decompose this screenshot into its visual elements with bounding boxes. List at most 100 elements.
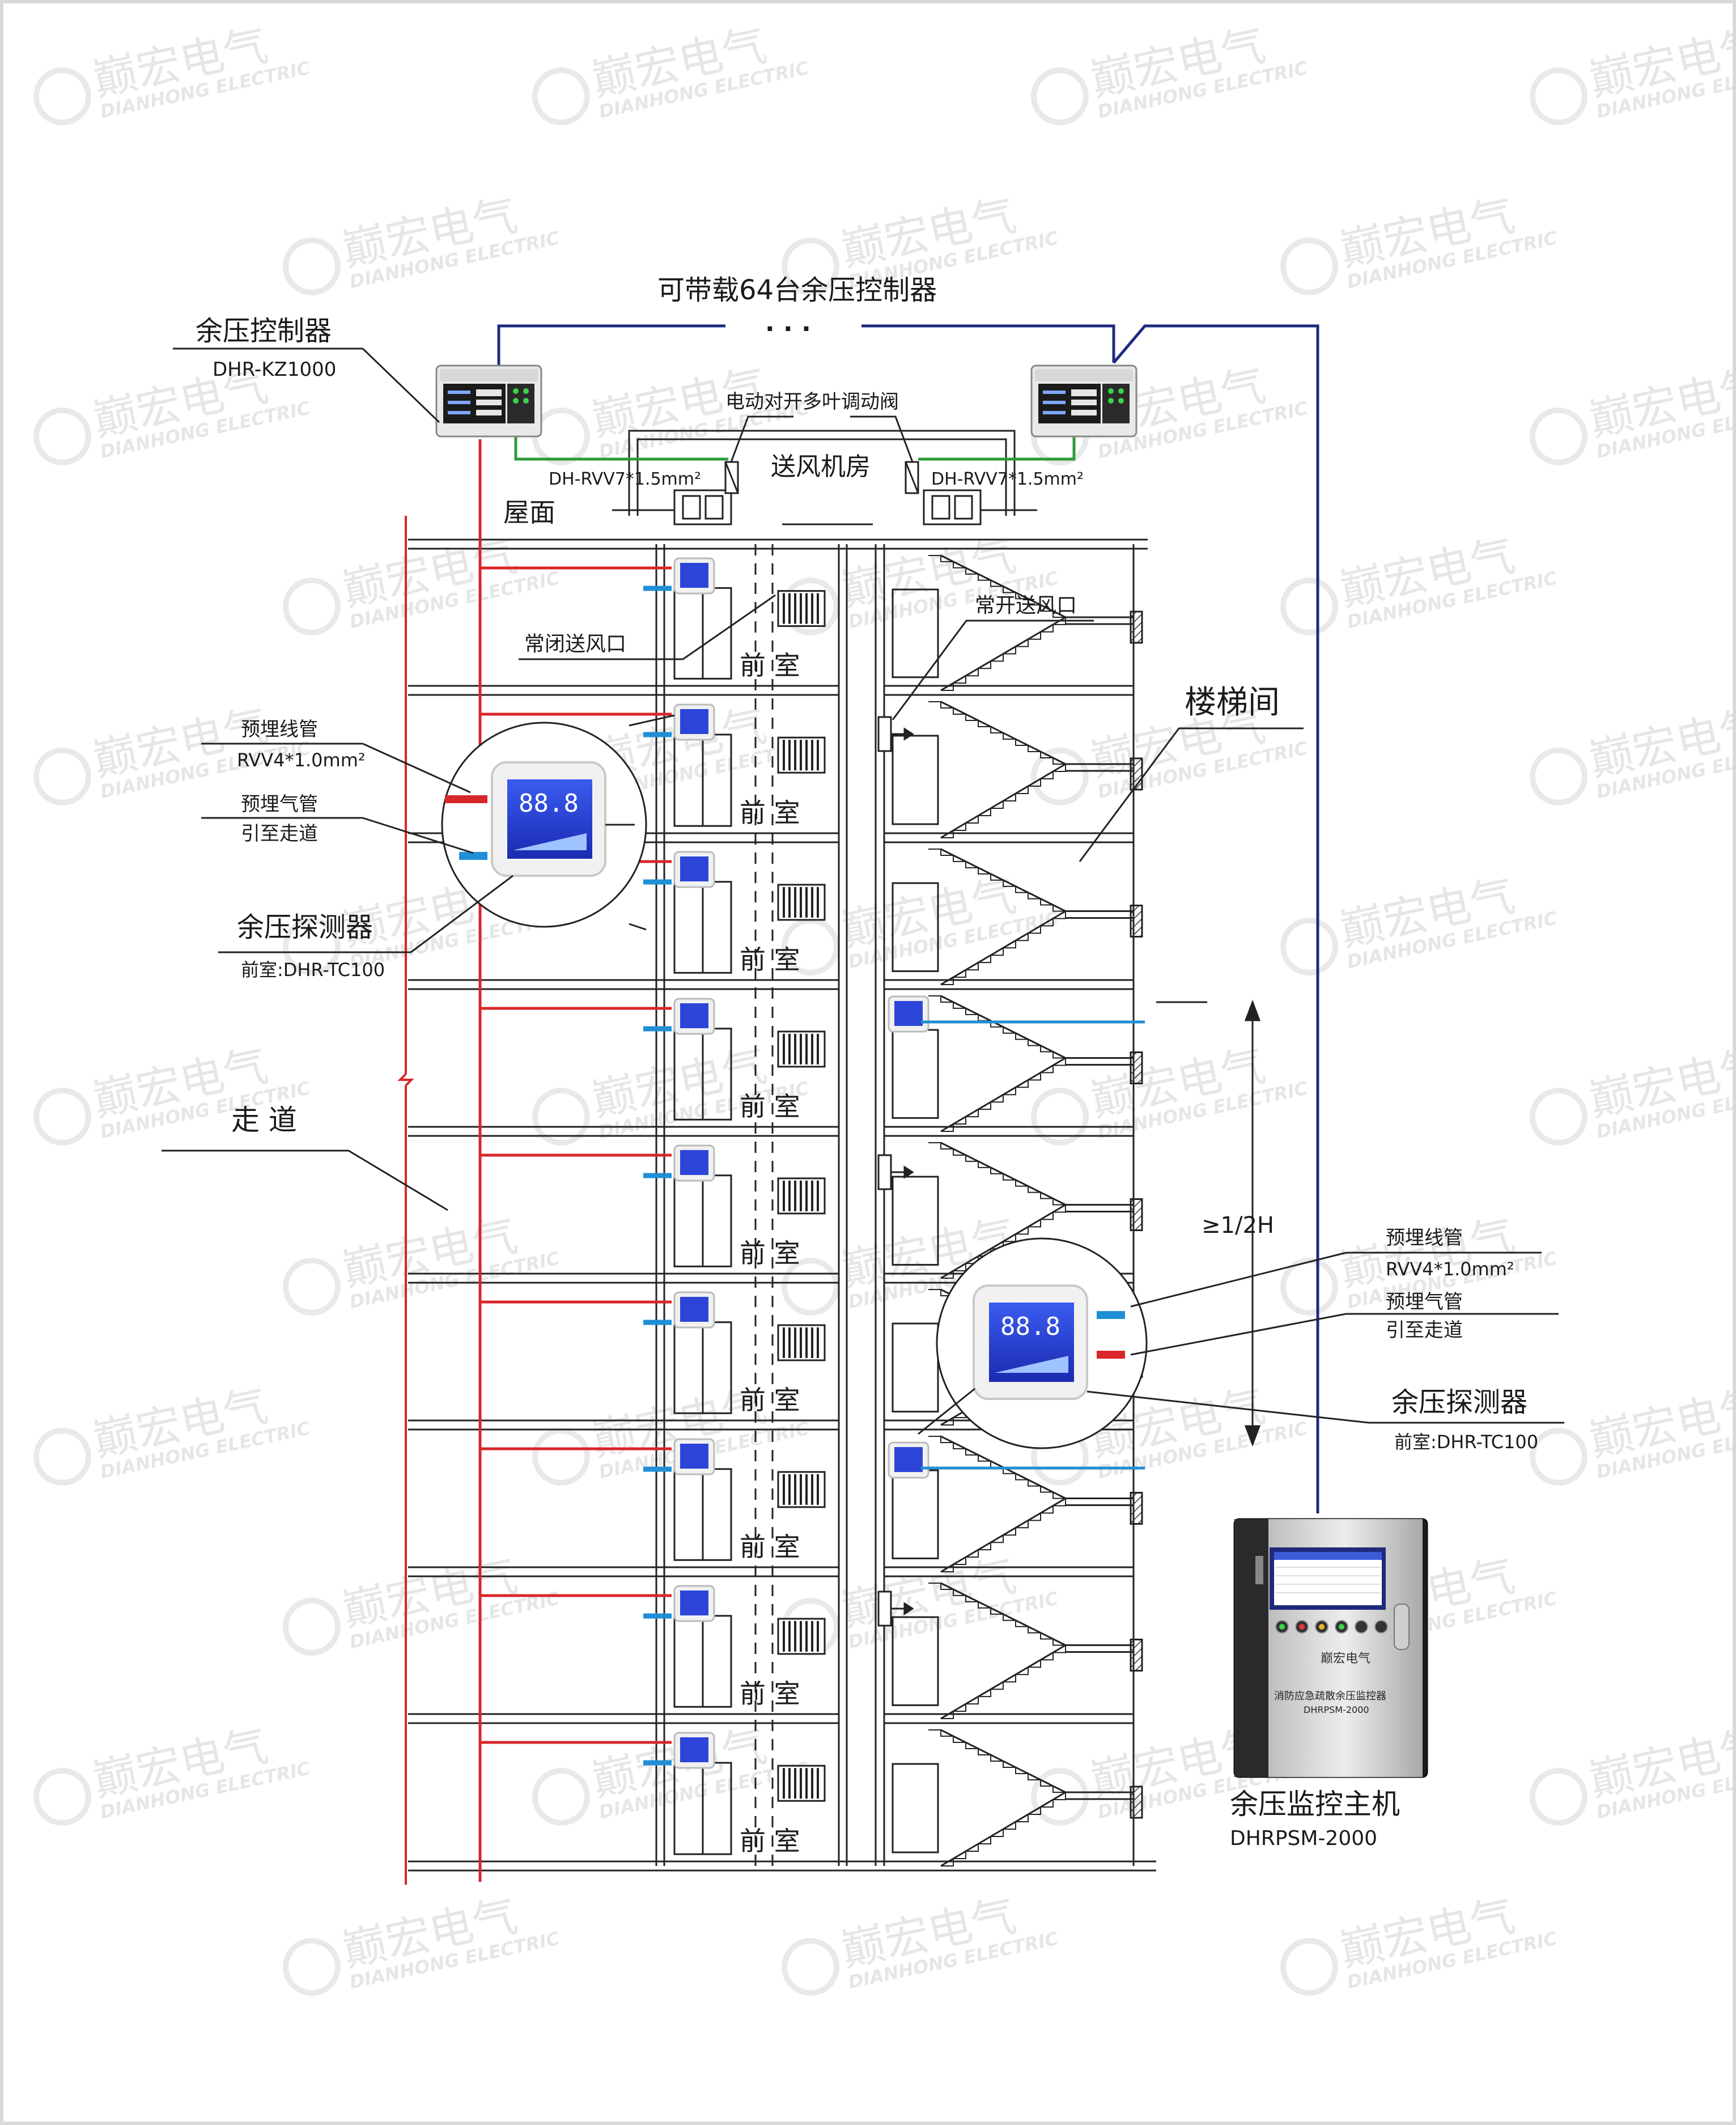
stair-steps [941,1498,1078,1572]
detector-left-tube-label: 预埋气管 [241,793,318,816]
watermark-logo-icon [283,578,341,635]
damper-leaders [730,415,914,463]
stair-steps [941,617,1078,691]
watermark-logo-icon [532,1428,590,1486]
watermark-logo-icon [782,918,839,975]
stair-steps [941,1204,1078,1279]
anteroom-detector-icon [673,557,715,595]
watermark-logo-icon [782,1258,839,1316]
closed-vent-label: 常闭送风口 [524,633,626,656]
detector-right-tube-label: 预埋气管 [1386,1291,1463,1313]
detector-left-conduit-label: 预埋线管 [241,718,318,741]
watermark-logo-icon [782,1938,839,1996]
landing-wall-hatch [1130,1492,1143,1525]
watermark-logo-icon [33,1768,91,1826]
closed-vent-callout: 常闭送风口 [519,594,776,660]
open-vent-arrow-icon [903,727,914,741]
anteroom-detector-icon [673,703,715,741]
stair-steps [928,1729,1066,1793]
detector-screen [894,1001,923,1026]
corridor-label: 走 道 [231,1104,297,1136]
roof-label: 屋面 [503,497,555,528]
watermark-logo-icon [1031,748,1089,805]
detector-screen [680,1003,708,1028]
open-vent-callout: 常开送风口 [892,594,1094,720]
watermark-logo-icon [1031,67,1089,125]
open-vent-arrow-icon [903,1602,914,1615]
stair-steps [941,1644,1078,1719]
anteroom-label: 前 室 [740,1091,800,1122]
detector-right-callout: 88.8 预埋线管 RVV4*1.0mm² 预埋气管 引至走道 余压探测器 前室… [918,1227,1564,1453]
landing-wall-hatch [1130,1785,1143,1819]
stair-door [892,1616,939,1706]
stair-steps [928,995,1066,1059]
stair-door [892,1029,939,1119]
stair-steps [941,1057,1078,1132]
anteroom-detector-icon [673,1585,715,1622]
detector-left-tube-to: 引至走道 [241,822,318,845]
watermark-logo-icon [532,67,590,125]
watermark-logo-icon [283,1938,341,1996]
monitor-model: DHRPSM-2000 [1230,1827,1377,1850]
building-section [408,538,1156,1872]
fan-room-cable-right: DH-RVV7*1.5mm² [931,469,1084,489]
controller-title: 余压控制器 [196,315,332,347]
stair-door [892,1322,939,1413]
watermark-logo-icon [33,67,91,125]
controller-left [435,364,542,438]
fan-room [612,430,1037,525]
watermark-logo-icon [33,1088,91,1146]
controller-label: 余压控制器 DHR-KZ1000 [173,315,440,423]
stair-door [892,1469,939,1559]
watermark-logo-icon [33,748,91,805]
floor-branches [480,566,672,1766]
open-vent-frame [877,1590,892,1627]
landing-wall-hatch [1130,1051,1143,1084]
corridor-callout: 走 道 [162,1104,448,1211]
monitor-panel-text: 消防应急疏散余压监控器 [1274,1690,1386,1702]
anteroom-label: 前 室 [740,798,800,828]
anteroom-labels: 前 室前 室前 室前 室前 室前 室前 室前 室前 室 [740,650,800,1856]
closed-vent-grille [777,884,826,921]
open-vent-frame [877,716,892,752]
watermark-logo-icon [532,1088,590,1146]
detector-screen [894,1447,923,1472]
watermark-logo-icon [1280,578,1338,635]
stair-steps [941,910,1078,985]
detector-screen [680,1150,708,1175]
damper-title: 电动对开多叶调动阀 [725,391,899,413]
anteroom-label: 前 室 [740,944,800,975]
anteroom-label: 前 室 [740,1385,800,1415]
monitor-panel-brand: 巅宏电气 [1321,1652,1370,1666]
watermark-logo-icon [782,237,839,295]
stair-steps [928,701,1066,765]
detector-right-display: 88.8 [1000,1312,1060,1341]
anteroom-label: 前 室 [740,1532,800,1562]
open-vent-label: 常开送风口 [975,594,1077,617]
stairwell-height-label: ≥1/2H [1202,1212,1274,1238]
closed-vent-grille [777,1030,826,1068]
open-vent-icon [877,1590,914,1627]
detector-left-callout: 88.8 预埋线管 RVV4*1.0mm² 预埋气管 引至走道 余压探测器 前室… [201,714,675,981]
detector-right-tube-to: 引至走道 [1386,1319,1463,1342]
anteroom-label: 前 室 [740,1826,800,1856]
watermark-logo-icon [1530,408,1588,465]
watermark-logo-icon [33,1428,91,1486]
closed-vent-grille [777,1324,826,1361]
watermark-logo-icon [1031,1088,1089,1146]
detector-left-conduit-spec: RVV4*1.0mm² [237,749,366,771]
controller-right [1030,364,1137,438]
watermark-logo-icon [1530,1768,1588,1826]
